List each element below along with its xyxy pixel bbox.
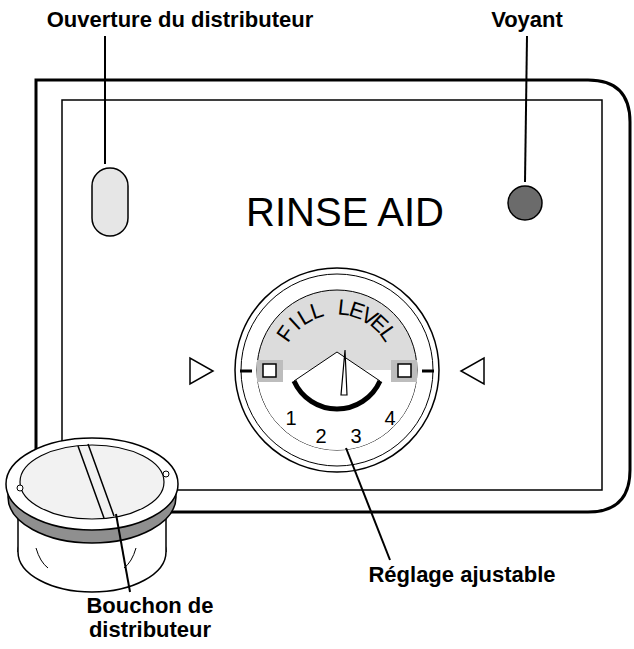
indicator-light [508, 186, 542, 220]
setting-needle [341, 350, 347, 395]
cap-slot [78, 444, 114, 518]
panel-title: RINSE AID [246, 190, 444, 234]
cap-thread [36, 548, 136, 568]
panel-inner [62, 100, 602, 490]
part-label: Ouverture du distributeur [47, 8, 313, 32]
leader-line [116, 514, 130, 592]
dial-letter [326, 296, 335, 321]
dial-mark [398, 364, 411, 377]
dial-pointer [461, 358, 484, 384]
setting-number: 4 [384, 407, 395, 429]
cap-top [20, 445, 164, 519]
leader-line [346, 448, 390, 560]
setting-wedge [294, 352, 380, 409]
setting-arc [294, 381, 380, 409]
dial-pointer [190, 358, 213, 384]
cap-notch [163, 471, 169, 477]
dial-tab [257, 360, 283, 382]
dial-dash [422, 370, 434, 373]
dial-mark [263, 364, 276, 377]
part-label: Voyant [491, 8, 563, 32]
dial-dash [240, 370, 252, 373]
dial-tab [391, 360, 417, 382]
part-label: Réglage ajustable [368, 563, 555, 587]
setting-number: 2 [315, 425, 326, 447]
setting-number: 3 [350, 425, 361, 447]
dial-ring [235, 268, 439, 472]
setting-number: 1 [285, 407, 296, 429]
dial-face [257, 290, 417, 450]
cap-rim [6, 438, 178, 530]
dispenser-opening [92, 168, 128, 236]
leader-line [104, 36, 106, 164]
cap-notch [17, 485, 23, 491]
part-label: Bouchon de distributeur [75, 594, 225, 642]
leader-line [525, 36, 527, 182]
dial-ring [241, 274, 433, 466]
